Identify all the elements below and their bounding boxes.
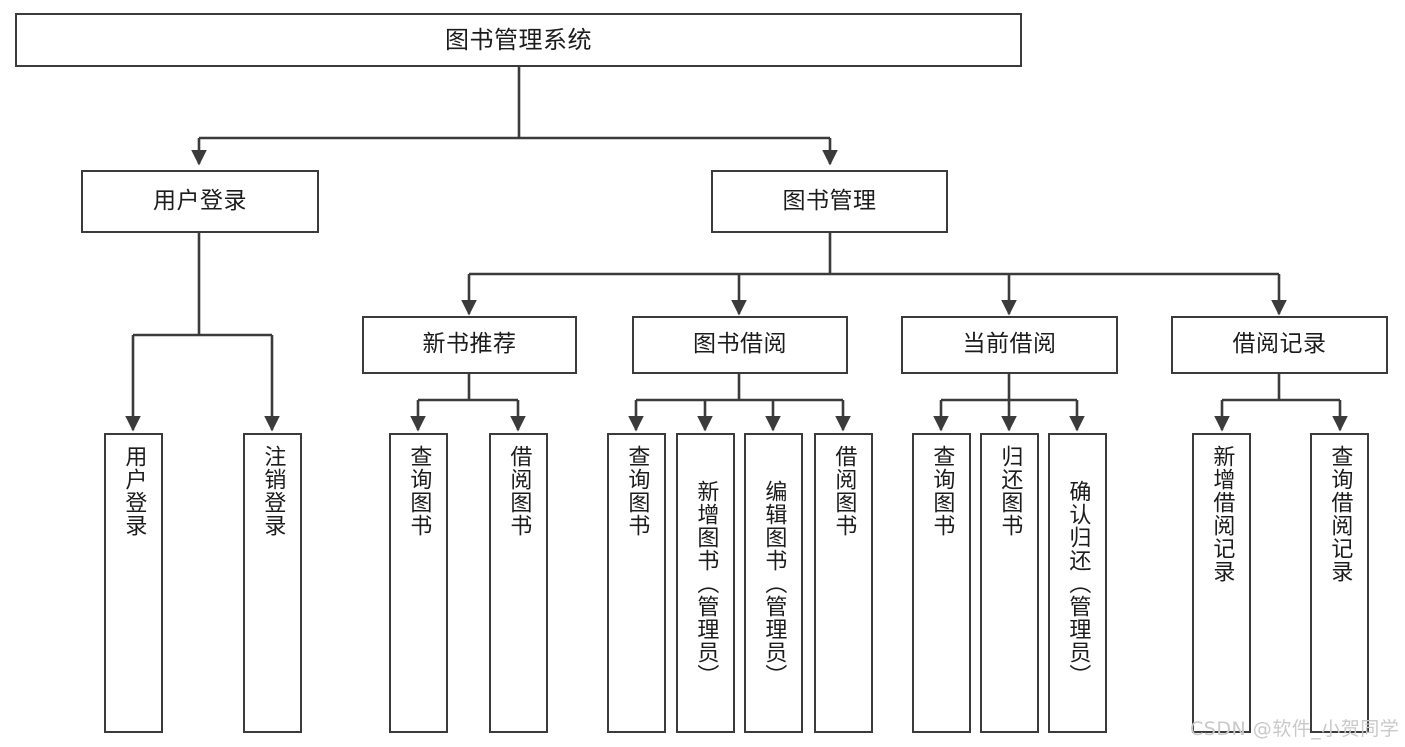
node-book-borrow-label: 图书借阅 bbox=[693, 331, 787, 358]
node-user-login-label: 用户登录 bbox=[153, 187, 247, 214]
csdn-watermark: CSDN @软件_小贺同学 bbox=[1190, 718, 1400, 740]
node-leaf-confirm-return-admin-label: 确认归还（管理员） bbox=[1065, 479, 1091, 687]
node-leaf-add-borrow-record-label: 新增借阅记录 bbox=[1209, 445, 1235, 583]
node-leaf-edit-book-admin[interactable]: 编辑图书（管理员） bbox=[744, 433, 803, 733]
node-borrow-record[interactable]: 借阅记录 bbox=[1171, 316, 1388, 374]
node-leaf-borrow-book-2-label: 借阅图书 bbox=[831, 445, 857, 537]
node-new-book-recommend[interactable]: 新书推荐 bbox=[362, 316, 577, 374]
node-book-borrow[interactable]: 图书借阅 bbox=[632, 316, 848, 374]
node-borrow-record-label: 借阅记录 bbox=[1232, 331, 1327, 358]
node-leaf-borrow-book-2[interactable]: 借阅图书 bbox=[814, 433, 873, 733]
node-leaf-borrow-book-1[interactable]: 借阅图书 bbox=[489, 433, 548, 733]
node-leaf-logout[interactable]: 注销登录 bbox=[243, 433, 302, 733]
node-leaf-query-book-2[interactable]: 查询图书 bbox=[607, 433, 666, 733]
node-leaf-return-book[interactable]: 归还图书 bbox=[980, 433, 1039, 733]
node-leaf-user-login-label: 用户登录 bbox=[121, 445, 147, 537]
node-leaf-query-book-2-label: 查询图书 bbox=[624, 445, 650, 537]
node-leaf-borrow-book-1-label: 借阅图书 bbox=[506, 445, 532, 537]
node-current-borrow[interactable]: 当前借阅 bbox=[901, 316, 1118, 374]
node-book-management[interactable]: 图书管理 bbox=[711, 170, 948, 233]
node-leaf-edit-book-admin-label: 编辑图书（管理员） bbox=[761, 479, 787, 687]
node-leaf-add-book-admin[interactable]: 新增图书（管理员） bbox=[676, 433, 735, 733]
node-book-management-label: 图书管理 bbox=[782, 187, 877, 214]
node-leaf-query-book-3[interactable]: 查询图书 bbox=[912, 433, 971, 733]
node-leaf-add-book-admin-label: 新增图书（管理员） bbox=[693, 479, 719, 687]
node-leaf-query-book-1-label: 查询图书 bbox=[406, 445, 432, 537]
node-leaf-logout-label: 注销登录 bbox=[260, 445, 286, 537]
node-leaf-user-login[interactable]: 用户登录 bbox=[104, 433, 163, 733]
node-current-borrow-label: 当前借阅 bbox=[962, 331, 1057, 358]
node-leaf-return-book-label: 归还图书 bbox=[997, 445, 1023, 537]
node-root-label: 图书管理系统 bbox=[445, 25, 592, 54]
node-new-book-recommend-label: 新书推荐 bbox=[422, 331, 517, 358]
node-leaf-query-book-1[interactable]: 查询图书 bbox=[389, 433, 448, 733]
node-leaf-query-book-3-label: 查询图书 bbox=[929, 445, 955, 537]
node-root[interactable]: 图书管理系统 bbox=[15, 13, 1022, 67]
node-leaf-add-borrow-record[interactable]: 新增借阅记录 bbox=[1192, 433, 1251, 733]
node-leaf-query-borrow-record-label: 查询借阅记录 bbox=[1327, 445, 1353, 583]
node-leaf-confirm-return-admin[interactable]: 确认归还（管理员） bbox=[1048, 433, 1107, 733]
node-leaf-query-borrow-record[interactable]: 查询借阅记录 bbox=[1310, 433, 1369, 733]
node-user-login[interactable]: 用户登录 bbox=[81, 170, 319, 233]
